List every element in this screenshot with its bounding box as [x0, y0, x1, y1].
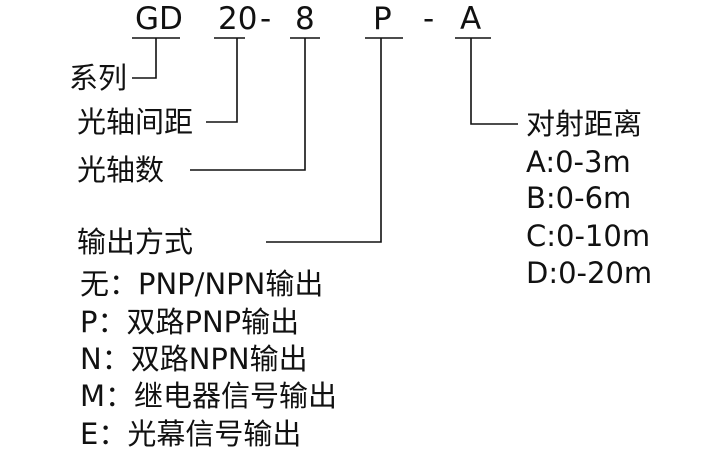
label-series: 系列 [69, 61, 128, 95]
distance-option: C:0-10m [526, 219, 651, 253]
output-option: E：光幕信号输出 [80, 417, 302, 451]
code-segment-output: P [373, 1, 392, 37]
connector-spacing [206, 37, 245, 123]
distance-option: B:0-6m [526, 181, 632, 215]
connector-series [132, 37, 180, 79]
code-segment-series: GD [135, 1, 183, 37]
label-distance: 对射距离 [526, 107, 643, 141]
label-axis-count: 光轴数 [77, 153, 165, 187]
code-segment-distance: A [460, 1, 482, 37]
connector-output [266, 37, 403, 243]
code-segment-axis-count: 8 [295, 1, 315, 37]
connector-axis-count [190, 37, 320, 171]
label-axis-spacing: 光轴间距 [77, 105, 194, 139]
output-option: P：双路PNP输出 [80, 305, 300, 339]
label-output-mode: 输出方式 [77, 225, 194, 259]
output-option: N：双路NPN输出 [80, 342, 308, 376]
code-segment-spacing: 20 [218, 1, 258, 37]
connector-distance [455, 37, 518, 125]
output-option: 无：PNP/NPN输出 [80, 267, 324, 301]
distance-option: D:0-20m [526, 256, 653, 290]
code-separator-1: - [260, 1, 272, 37]
code-separator-2: - [423, 1, 435, 37]
distance-option: A:0-3m [526, 145, 631, 179]
output-option: M：继电器信号输出 [80, 379, 338, 413]
